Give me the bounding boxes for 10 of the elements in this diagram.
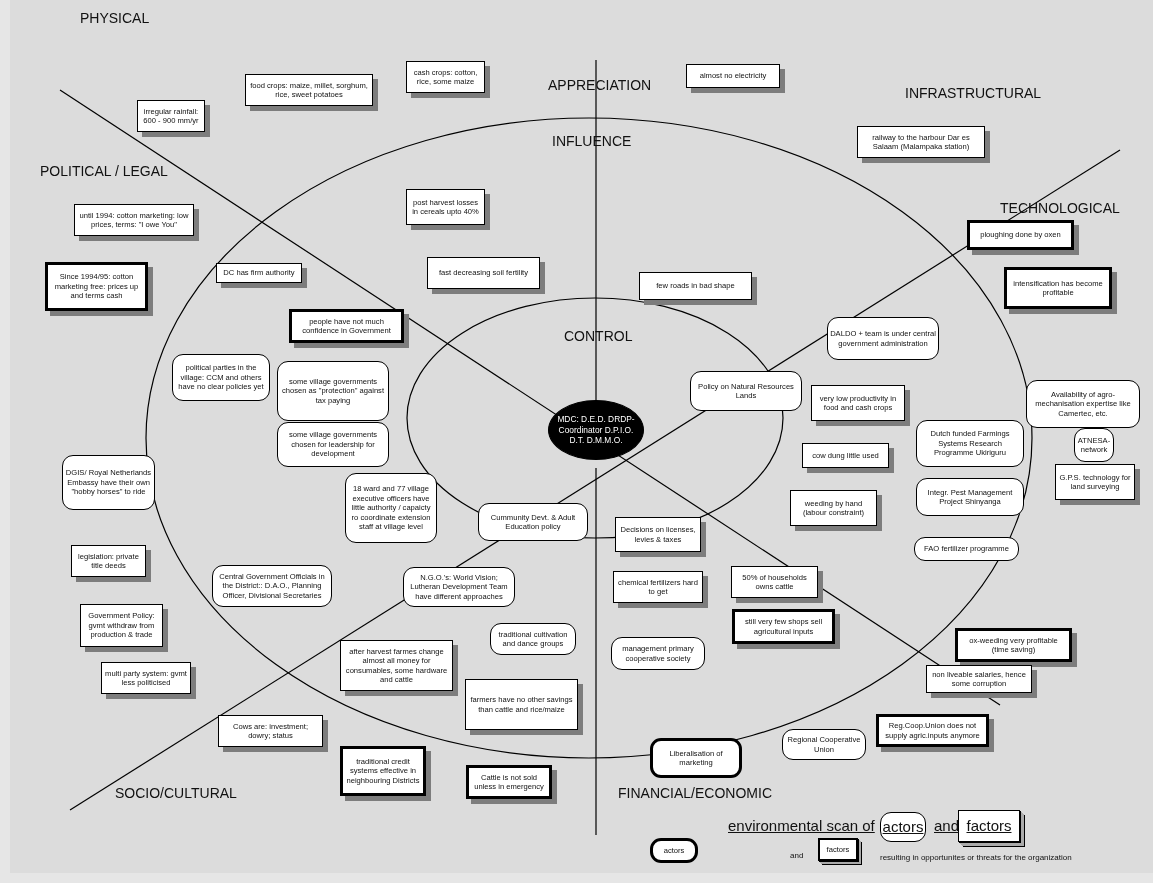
actor-box: actors [880, 812, 926, 842]
legend-text: and [790, 851, 804, 860]
heading-text: environmental scan of [728, 817, 875, 834]
heading-text: and [934, 817, 960, 834]
sector-label: FINANCIAL/ECONOMIC [618, 785, 772, 801]
legend-text: resulting in opportunites or threats for the organization [880, 853, 1072, 862]
sector-label: PHYSICAL [80, 10, 150, 26]
sector-label: POLITICAL / LEGAL [40, 163, 168, 179]
sector-label: INFRASTRUCTURAL [905, 85, 1042, 101]
sector-label: SOCIO/CULTURAL [115, 785, 237, 801]
